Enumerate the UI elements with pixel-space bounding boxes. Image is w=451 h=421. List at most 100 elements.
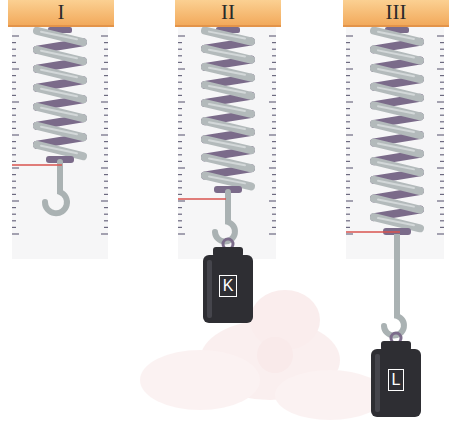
scale-tick	[12, 121, 16, 122]
scale-tick	[178, 108, 182, 109]
spring-mount-band: II	[175, 0, 281, 27]
scale-tick	[12, 42, 16, 43]
spring	[205, 27, 251, 193]
scale-tick	[272, 75, 276, 76]
scale-tick	[440, 121, 444, 122]
scale-tick	[272, 88, 276, 89]
roman-numeral-label: III	[386, 2, 407, 23]
scale-tick	[272, 62, 276, 63]
scale-tick	[104, 88, 108, 89]
scale-tick	[272, 181, 276, 182]
roman-numeral-label: II	[221, 2, 235, 23]
scale-tick	[440, 108, 444, 109]
scale-tick	[440, 220, 444, 221]
springs	[37, 27, 420, 336]
scale-tick	[101, 233, 108, 234]
scale-tick	[178, 220, 182, 221]
scale-tick	[101, 35, 108, 36]
scale-tick	[12, 227, 16, 228]
scale-tick	[178, 148, 182, 149]
scale-tick	[440, 55, 444, 56]
scale-tick	[12, 161, 16, 162]
scale-tick	[346, 233, 353, 234]
scale-tick	[101, 167, 108, 168]
scale-tick	[178, 55, 182, 56]
scale-tick	[104, 220, 108, 221]
scale-tick	[104, 128, 108, 129]
scale-tick	[178, 88, 182, 89]
scale-tick	[178, 75, 182, 76]
scale-tick	[346, 141, 350, 142]
spring-mount-band: III	[343, 0, 449, 27]
scale-tick	[178, 207, 182, 208]
scale-tick	[269, 167, 276, 168]
rod	[394, 234, 400, 306]
scale-tick	[104, 148, 108, 149]
scale-tick	[346, 42, 350, 43]
scale-tick	[178, 115, 182, 116]
scale-tick	[12, 154, 16, 155]
scale-tick	[346, 35, 353, 36]
scale-tick	[178, 187, 182, 188]
scale-tick	[440, 75, 444, 76]
scale-tick	[440, 49, 444, 50]
scale-tick	[272, 227, 276, 228]
scale-tick	[12, 148, 16, 149]
scale-panel	[178, 27, 276, 259]
weight-block: L	[369, 330, 423, 418]
scale-tick	[346, 49, 350, 50]
scale-tick	[440, 187, 444, 188]
scale-tick	[346, 161, 350, 162]
scale-tick	[440, 82, 444, 83]
hook	[45, 162, 67, 213]
scale-tick	[104, 95, 108, 96]
scale-tick	[104, 42, 108, 43]
scale-tick	[104, 75, 108, 76]
scale-tick	[12, 134, 19, 135]
scale-tick	[272, 187, 276, 188]
flower-watermark	[140, 290, 385, 420]
scale-tick	[12, 49, 16, 50]
scale-tick	[101, 101, 108, 102]
scale-tick	[12, 200, 19, 201]
scale-tick	[12, 194, 16, 195]
scale-tick	[104, 161, 108, 162]
scale-tick	[440, 95, 444, 96]
scale-tick	[104, 121, 108, 122]
scale-tick	[346, 75, 350, 76]
scale-tick	[346, 55, 350, 56]
scale-tick	[104, 194, 108, 195]
scale-tick	[269, 233, 276, 234]
marker-line	[346, 231, 400, 233]
scale-tick	[104, 154, 108, 155]
scale-tick	[101, 134, 108, 135]
scale-tick	[272, 82, 276, 83]
scale-tick	[101, 200, 108, 201]
scale-tick	[272, 161, 276, 162]
scale-tick	[12, 55, 16, 56]
scale-tick	[440, 214, 444, 215]
scale-tick	[437, 200, 444, 201]
scale-tick	[12, 207, 16, 208]
scale-tick	[104, 108, 108, 109]
scale-tick	[104, 115, 108, 116]
scale-tick	[269, 68, 276, 69]
scale-tick	[346, 220, 350, 221]
scale-tick	[12, 174, 16, 175]
scale-tick	[440, 194, 444, 195]
scale-tick	[272, 128, 276, 129]
scale-tick	[12, 95, 16, 96]
scale-tick	[346, 88, 350, 89]
scale-tick	[104, 187, 108, 188]
scale-tick	[437, 35, 444, 36]
scale-tick	[12, 101, 19, 102]
scale-tick	[178, 161, 182, 162]
scale-tick	[346, 101, 353, 102]
scale-tick	[104, 82, 108, 83]
scale-tick	[178, 194, 182, 195]
scale-tick	[12, 82, 16, 83]
scale-tick	[272, 115, 276, 116]
scale-tick	[104, 207, 108, 208]
scale-tick	[178, 42, 182, 43]
weight-letter: K	[219, 275, 238, 297]
